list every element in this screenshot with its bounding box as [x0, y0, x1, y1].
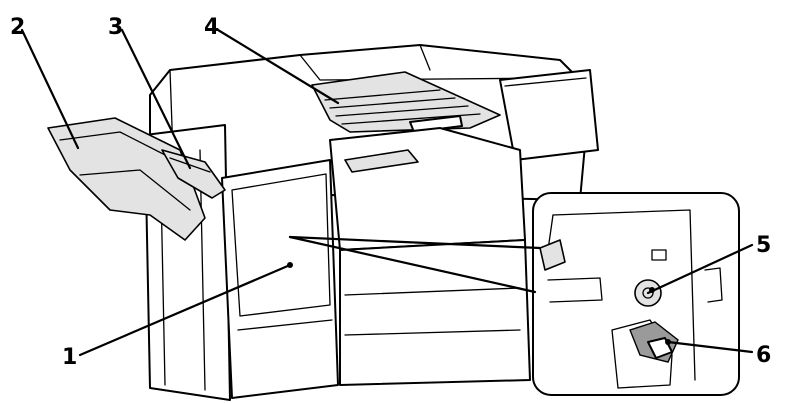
- callout-6: 6: [756, 343, 771, 368]
- leader-6: [666, 340, 754, 354]
- front-door[interactable]: [221, 159, 339, 399]
- leader-1: [78, 263, 292, 357]
- leader-4: [216, 28, 340, 105]
- paper-guide-lever[interactable]: [161, 149, 226, 199]
- right-upper-housing: [499, 69, 599, 161]
- pointer-dot-1: [287, 262, 293, 268]
- callout-1: 1: [62, 345, 77, 370]
- callout-labels: 2 3 4 1 5 6: [10, 15, 771, 370]
- pointer-dot-6: [665, 339, 671, 345]
- leader-5: [646, 243, 754, 295]
- left-output-tray: [47, 117, 206, 241]
- callout-4: 4: [204, 15, 219, 40]
- leader-1a: [288, 235, 542, 250]
- pointer-dot-5: [649, 287, 655, 293]
- leader-3: [120, 28, 192, 170]
- callout-5: 5: [756, 233, 771, 258]
- callout-2: 2: [10, 15, 25, 40]
- middle-section: [329, 127, 531, 386]
- leader-lines: [20, 28, 754, 357]
- callout-3: 3: [108, 15, 123, 40]
- top-output-tray: [311, 71, 501, 133]
- leader-1b: [288, 235, 537, 294]
- leader-2: [20, 28, 80, 150]
